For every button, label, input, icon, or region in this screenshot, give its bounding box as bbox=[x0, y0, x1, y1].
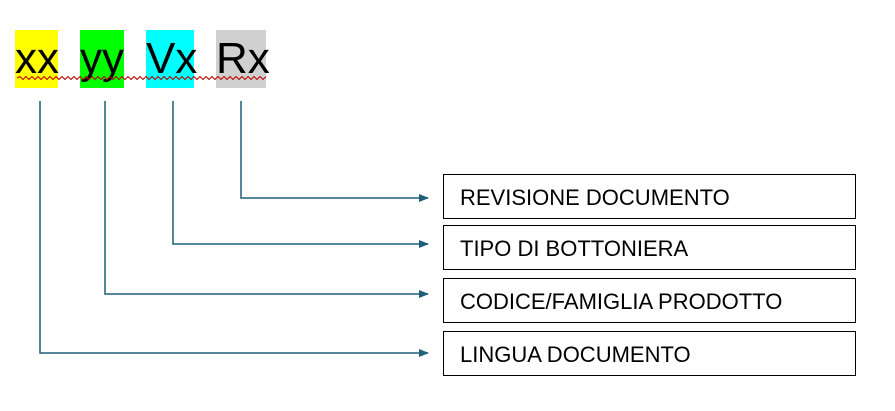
connector-yy-to-codice bbox=[104, 101, 429, 298]
code-segment-rx: Rx bbox=[216, 30, 270, 88]
connector-xx-to-lingua bbox=[39, 101, 429, 357]
connector-vx-to-tipo bbox=[172, 101, 429, 248]
label-tipo-di-bottoniera: TIPO DI BOTTONIERA bbox=[443, 225, 856, 270]
label-revisione-documento: REVISIONE DOCUMENTO bbox=[443, 174, 856, 219]
connector-rx-to-revisione bbox=[240, 101, 429, 202]
label-lingua-documento: LINGUA DOCUMENTO bbox=[443, 331, 856, 376]
label-codice-famiglia-prodotto: CODICE/FAMIGLIA PRODOTTO bbox=[443, 278, 856, 323]
